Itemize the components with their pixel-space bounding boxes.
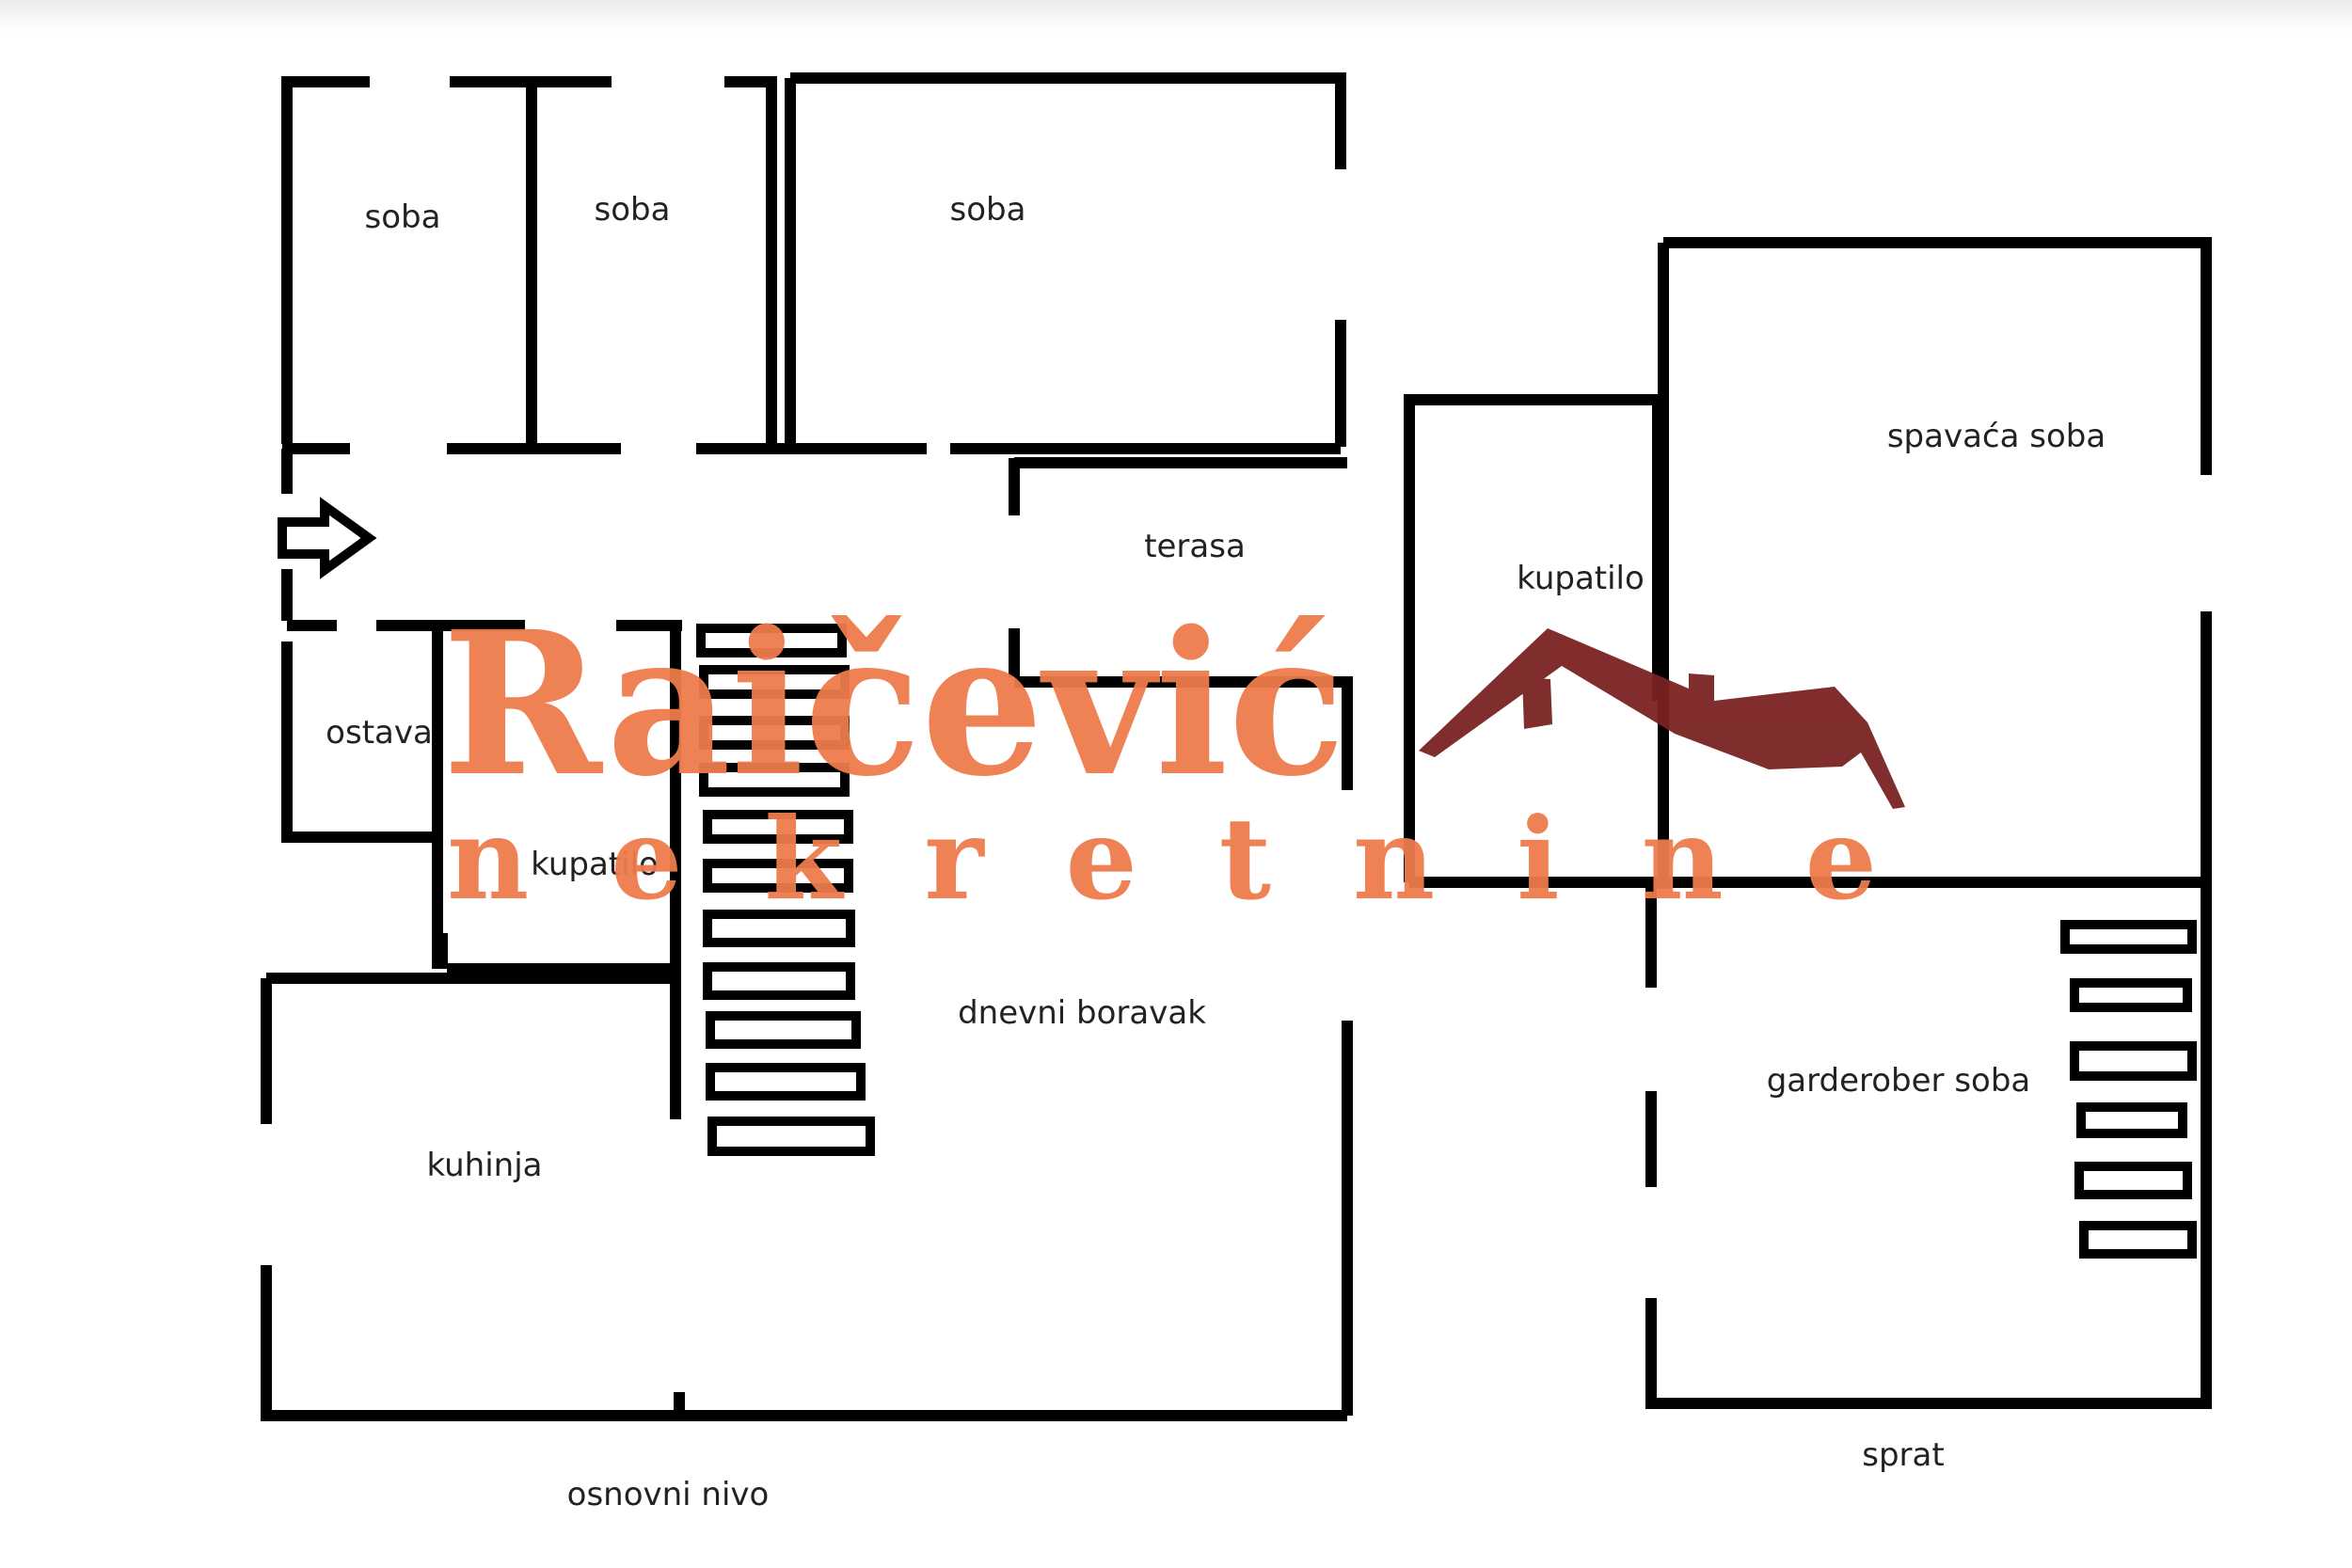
watermark: Raičević nekretnine — [442, 588, 1905, 926]
room-label-kuhinja: kuhinja — [426, 1147, 542, 1184]
room-label-spavaca-soba: spavaća soba — [1887, 418, 2106, 455]
room-label-dnevni-boravak: dnevni boravak — [958, 994, 1206, 1032]
top-fade-bar — [0, 0, 2352, 32]
watermark-brand: Raičević — [442, 588, 1345, 820]
room-label-soba-1: soba — [365, 198, 441, 236]
room-label-terasa: terasa — [1144, 528, 1246, 565]
ground-level-walls — [261, 72, 1353, 1421]
room-label-soba-2: soba — [595, 191, 671, 229]
upper-level-walls — [1404, 237, 2212, 1409]
room-label-garderober-soba: garderober soba — [1767, 1062, 2031, 1100]
room-label-soba-3: soba — [950, 191, 1026, 229]
house-roof-icon — [1419, 628, 1905, 809]
room-label-kupatilo-upper: kupatilo — [1517, 560, 1645, 597]
upper-staircase — [2060, 920, 2197, 1259]
level-caption-sprat: sprat — [1862, 1436, 1944, 1474]
room-label-kupatilo-ground: kupatilo — [531, 846, 659, 883]
ground-staircase — [696, 624, 875, 1156]
room-label-ostava: ostava — [326, 714, 433, 752]
entrance-arrow-icon — [278, 497, 377, 579]
level-caption-osnovni-nivo: osnovni nivo — [567, 1476, 770, 1513]
